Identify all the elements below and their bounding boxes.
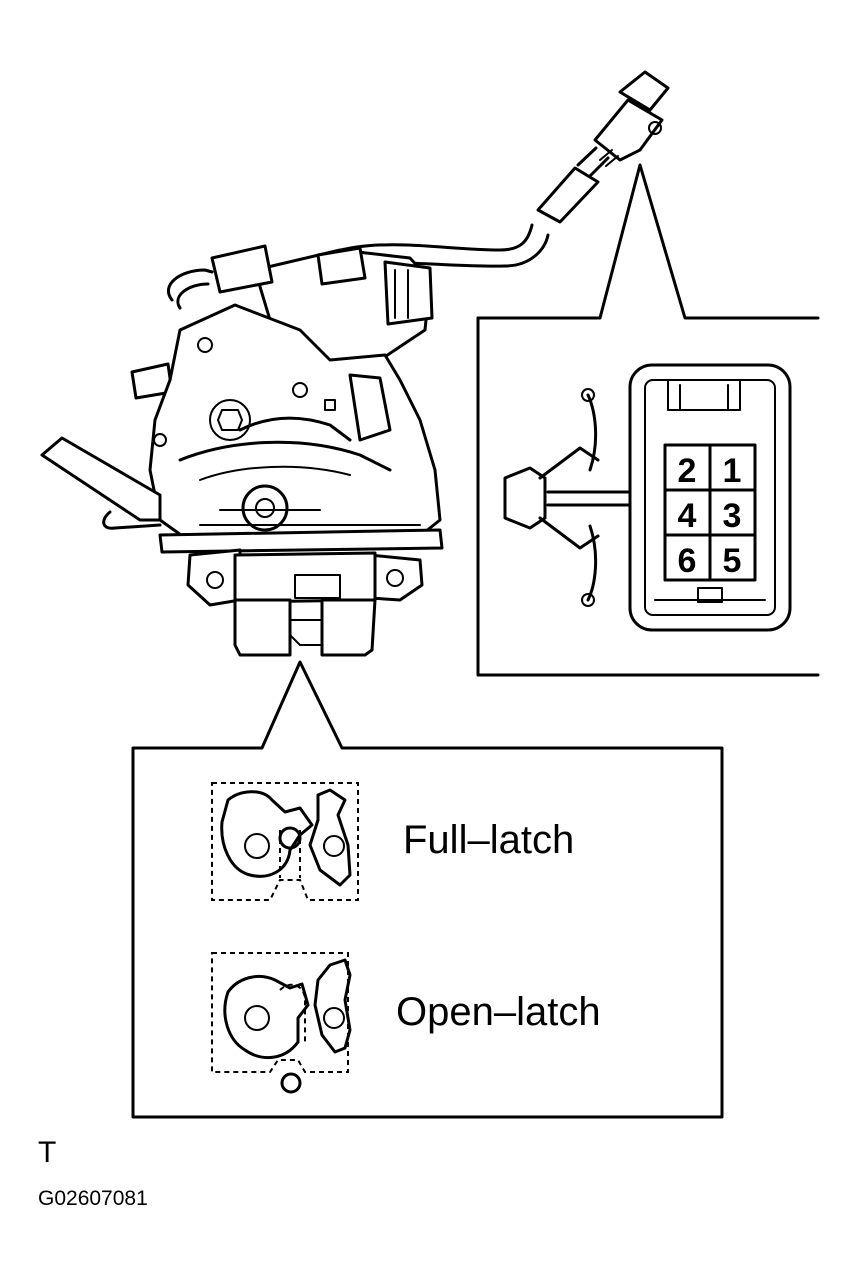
pin-label: 6 <box>678 542 697 580</box>
figure-code: G02607081 <box>38 1187 148 1210</box>
latch-callout: Full–latch Open–latch <box>131 660 724 1119</box>
pin-label: 4 <box>678 497 697 535</box>
lock-body <box>148 303 442 547</box>
connector-face <box>628 363 792 632</box>
connector-pin-grid: 2 1 4 3 6 5 <box>663 443 757 582</box>
door-lock-assembly <box>40 70 670 657</box>
pin-label: 5 <box>723 542 742 580</box>
pin-label: 3 <box>723 497 742 535</box>
pin-label: 2 <box>678 452 697 490</box>
full-latch-illustration <box>211 782 359 901</box>
connector-clip <box>503 388 632 607</box>
outside-lever <box>40 436 162 530</box>
corner-mark: T <box>38 1136 56 1169</box>
pin-label: 1 <box>723 452 742 490</box>
latch-base <box>158 528 444 657</box>
open-latch-illustration <box>211 952 352 1094</box>
connector-callout: 2 1 4 3 6 5 <box>476 163 820 677</box>
full-latch-label: Full–latch <box>403 818 574 862</box>
open-latch-label: Open–latch <box>396 990 601 1034</box>
